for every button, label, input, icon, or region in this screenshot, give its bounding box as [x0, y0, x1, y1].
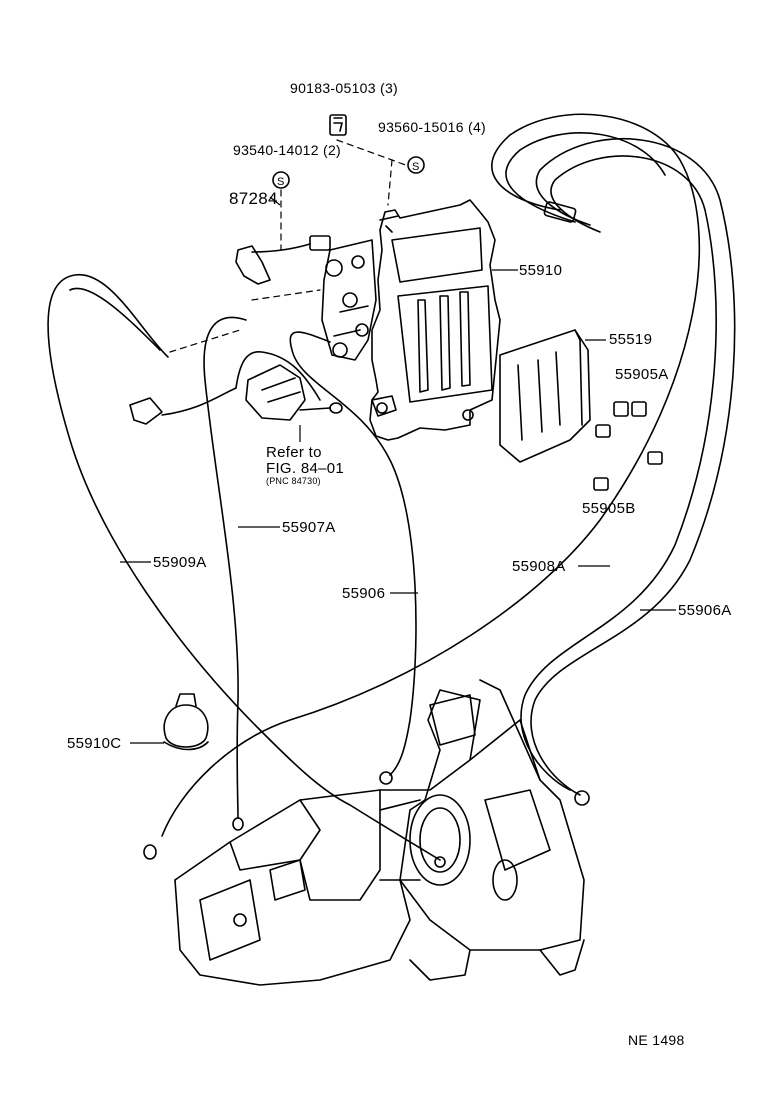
label-55907A: 55907A — [282, 519, 336, 536]
cable-55906A-b — [520, 155, 717, 791]
label-refer-to: Refer to — [266, 444, 322, 461]
screw-93540: S — [272, 171, 290, 189]
label-55905B: 55905B — [582, 500, 636, 517]
label-pnc-ref: (PNC 84730) — [266, 476, 321, 486]
footer-code: NE 1498 — [628, 1032, 685, 1048]
label-93560: 93560-15016 (4) — [378, 119, 487, 135]
label-90183: 90183-05103 (3) — [290, 80, 399, 96]
heater-unit — [174, 679, 585, 986]
cable-55908A-b — [505, 132, 666, 223]
label-55906: 55906 — [342, 585, 386, 602]
leader-lines — [169, 139, 409, 353]
wire-harness-left — [129, 387, 237, 425]
cable-55906-end — [379, 771, 393, 785]
label-93540: 93540-14012 (2) — [233, 142, 342, 158]
label-55519: 55519 — [609, 331, 653, 348]
screw-93560: S — [407, 156, 425, 174]
clip-55905A — [595, 401, 663, 465]
label-55909A: 55909A — [153, 554, 207, 571]
label-55906A: 55906A — [678, 602, 732, 619]
cable-55908A — [161, 113, 701, 837]
grommet-55910C — [163, 693, 209, 751]
cable-55907A — [203, 316, 247, 819]
label-55905A: 55905A — [615, 366, 669, 383]
label-55908A: 55908A — [512, 558, 566, 575]
sensor-87284 — [235, 235, 331, 285]
control-panel-55910 — [321, 199, 501, 441]
svg-text:S: S — [412, 161, 419, 173]
clip-90183 — [329, 114, 347, 136]
cable-55909A — [47, 274, 441, 861]
svg-text:S: S — [277, 176, 284, 188]
servo-motor — [235, 351, 343, 421]
cable-55906A-end — [574, 790, 590, 806]
cover-55519 — [499, 329, 591, 463]
cable-55908A-clamp — [543, 201, 577, 223]
cable-55906 — [289, 331, 417, 776]
cable-55908A-end — [143, 844, 157, 860]
cable-55906-end-top — [332, 342, 348, 358]
label-55910C: 55910C — [67, 735, 122, 752]
label-55910: 55910 — [519, 262, 563, 279]
label-87284: 87284 — [229, 189, 278, 208]
label-fig-ref: FIG. 84–01 — [266, 460, 345, 477]
cable-55907A-end — [232, 817, 244, 831]
cable-55909A-inner — [69, 287, 161, 351]
cable-55906A — [530, 138, 736, 796]
clip-55905B — [593, 477, 609, 491]
